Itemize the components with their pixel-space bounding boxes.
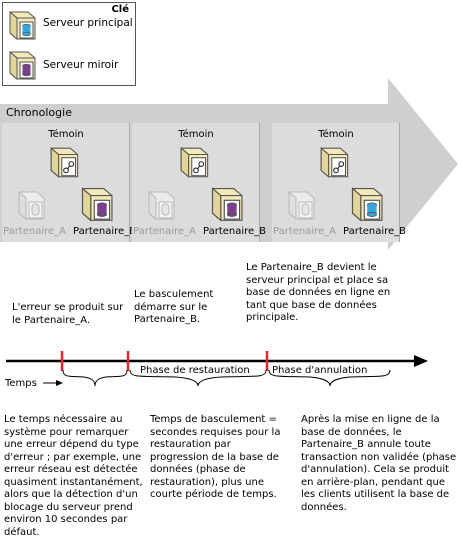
legend-title: Clé (111, 4, 129, 15)
stage-2: Témoin Partenaire_A Partenaire_B (132, 123, 266, 242)
stage-3: Témoin Partenaire_A Partenaire_B (272, 123, 406, 242)
note-failover-time: Temps de basculement = secondes requises… (150, 414, 281, 500)
mirror-server-icon (9, 51, 36, 80)
witness-server-icon (320, 147, 349, 178)
partner-b-server-icon (81, 187, 113, 221)
timeline-label: Chronologie (6, 106, 72, 119)
partner-a-server-icon (288, 191, 315, 220)
partner-b-label: Partenaire_B (343, 226, 407, 237)
partner-a-server-icon (148, 191, 175, 220)
witness-label: Témoin (48, 129, 84, 140)
partner-a-label: Partenaire_A (3, 226, 67, 237)
legend-label-mirror: Serveur miroir (43, 59, 119, 71)
event-error: L'erreur se produit sur le Partenaire_A. (12, 302, 124, 326)
brace-undo (268, 369, 391, 387)
note-after-online: Après la mise en ligne de la base de don… (301, 414, 457, 513)
witness-label: Témoin (318, 129, 354, 140)
stage-1: Témoin Partenaire_A Partenaire_B (2, 123, 136, 242)
partner-a-label: Partenaire_A (273, 226, 337, 237)
legend-box: Clé Serveur principal Serveur miroir (2, 2, 136, 86)
phase-restore-label: Phase de restauration (140, 365, 250, 376)
note-detection: Le temps nécessaire au système pour rema… (4, 414, 143, 538)
brace-detection (62, 369, 128, 387)
witness-label: Témoin (178, 129, 214, 140)
principal-server-icon (9, 11, 36, 40)
phase-undo-label: Phase d'annulation (272, 365, 368, 376)
axis-label: Temps (5, 378, 37, 389)
partner-b-label: Partenaire_B (73, 226, 137, 237)
partner-a-label: Partenaire_A (133, 226, 197, 237)
event-becomes-principal: Le Partenaire_B devient le serveur princ… (246, 262, 391, 323)
witness-server-icon (180, 147, 209, 178)
partner-b-label: Partenaire_B (203, 226, 267, 237)
event-failover-start: Le basculement démarre sur le Partenaire… (134, 289, 214, 325)
partner-a-server-icon (18, 191, 45, 220)
brace-restore (129, 369, 267, 387)
legend-label-principal: Serveur principal (43, 17, 133, 29)
witness-server-icon (50, 147, 79, 178)
partner-b-server-icon (211, 187, 243, 221)
time-axis (6, 351, 428, 387)
partner-b-principal-server-icon (351, 187, 383, 221)
